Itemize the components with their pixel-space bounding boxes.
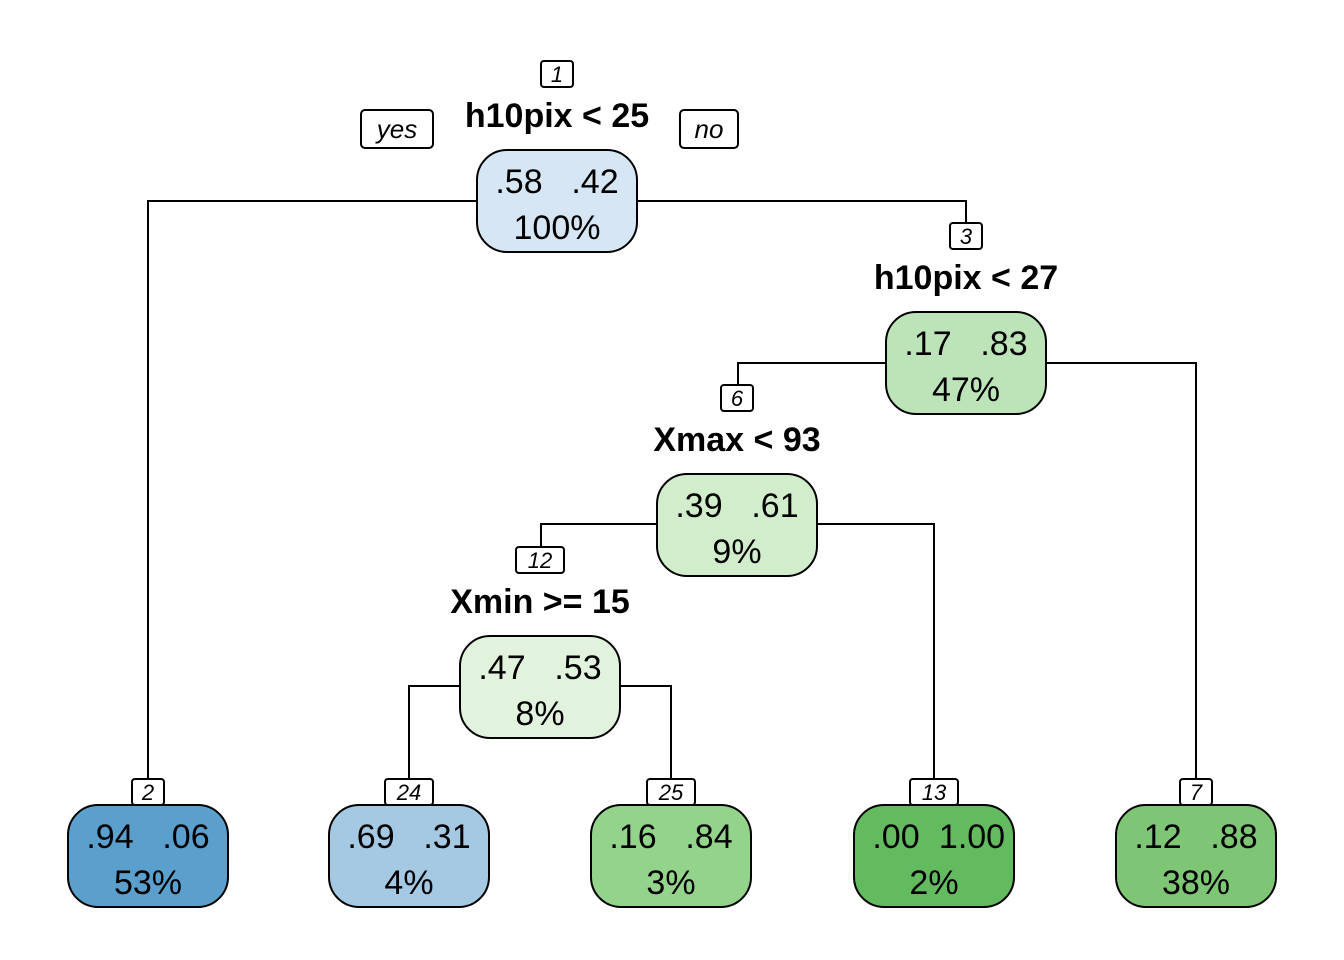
node-box: [67, 804, 229, 908]
node-number: 7: [1190, 780, 1203, 805]
node-percentage: 3%: [646, 864, 695, 902]
tree-node-13: 13.00 1.00 2%: [853, 778, 1015, 908]
edge-1-2: [147, 200, 478, 778]
node-number-tag: 1: [540, 60, 574, 88]
prob-class-1: .06: [162, 818, 209, 856]
node-number: 1: [551, 62, 563, 87]
svg-text:yes: yes: [375, 114, 417, 144]
node-number-tag: 3: [949, 222, 983, 250]
node-percentage: 2%: [909, 864, 958, 902]
tree-node-1: 1 h10pix < 25 .58 .42 100%: [465, 60, 649, 253]
edge-12-24: [408, 685, 461, 778]
node-box: [328, 804, 490, 908]
prob-class-1: .53: [554, 649, 601, 687]
node-number: 25: [658, 780, 684, 805]
prob-class-0: .94: [86, 818, 133, 856]
node-percentage: 53%: [114, 864, 182, 902]
prob-class-0: .16: [609, 818, 656, 856]
edge-12-25: [619, 685, 672, 778]
tree-node-25: 25.16 .84 3%: [590, 778, 752, 908]
tree-node-2: 2 .94 .06 53%: [67, 778, 229, 908]
prob-class-0: .12: [1134, 818, 1181, 856]
tree-node-7: 7 .12 .88 38%: [1115, 778, 1277, 908]
node-number-tag: 12: [515, 546, 565, 574]
edge-6-13: [816, 523, 935, 778]
prob-class-1: .31: [423, 818, 470, 856]
node-percentage: 100%: [514, 209, 601, 247]
prob-class-0: .69: [347, 818, 394, 856]
node-box: [590, 804, 752, 908]
split-rule: h10pix < 27: [874, 259, 1058, 297]
node-number: 12: [528, 548, 552, 573]
prob-class-1: .88: [1210, 818, 1257, 856]
prob-class-1: .42: [571, 163, 618, 201]
prob-class-0: .58: [495, 163, 542, 201]
node-number-tag: 25: [646, 778, 696, 806]
node-number: 24: [396, 780, 421, 805]
node-number-tag: 2: [131, 778, 165, 806]
node-box: [656, 473, 818, 577]
tree-node-3: 3 h10pix < 27 .17 .83 47%: [874, 222, 1058, 415]
split-rule: h10pix < 25: [465, 97, 649, 135]
node-percentage: 47%: [932, 371, 1000, 409]
prob-class-1: .84: [685, 818, 732, 856]
split-rule: Xmax < 93: [653, 421, 820, 459]
node-number: 6: [731, 386, 744, 411]
prob-class-0: .17: [904, 325, 951, 363]
node-box: [459, 635, 621, 739]
yes-label: yes: [360, 109, 434, 149]
prob-class-1: .83: [980, 325, 1027, 363]
node-percentage: 38%: [1162, 864, 1230, 902]
edge-6-12: [540, 523, 658, 546]
node-number-tag: 7: [1179, 778, 1213, 806]
prob-class-1: .61: [751, 487, 798, 525]
node-number-tag: 13: [909, 778, 959, 806]
node-box: [476, 149, 638, 253]
svg-text:no: no: [695, 114, 724, 144]
node-percentage: 9%: [712, 533, 761, 571]
node-box: [1115, 804, 1277, 908]
prob-class-0: .47: [478, 649, 525, 687]
edge-3-6: [737, 362, 888, 384]
node-number-tag: 24: [384, 778, 434, 806]
prob-class-0: .00: [872, 818, 919, 856]
tree-edges: [147, 200, 1197, 778]
edge-1-3: [636, 200, 967, 222]
split-rule: Xmin >= 15: [450, 583, 630, 621]
node-number: 3: [960, 224, 973, 249]
prob-class-0: .39: [675, 487, 722, 525]
node-number: 2: [141, 780, 154, 805]
node-number-tag: 6: [720, 384, 754, 412]
node-percentage: 4%: [384, 864, 433, 902]
node-box: [885, 311, 1047, 415]
node-number: 13: [922, 780, 947, 805]
node-box: [853, 804, 1015, 908]
tree-nodes: 1 h10pix < 25 .58 .42 100% 3 h10pix < 27 .17 .83…: [67, 60, 1277, 908]
node-percentage: 8%: [515, 695, 564, 733]
edge-3-7: [1046, 362, 1197, 778]
tree-node-24: 24.69 .31 4%: [328, 778, 490, 908]
no-label: no: [679, 109, 739, 149]
prob-class-1: 1.00: [939, 818, 1005, 856]
